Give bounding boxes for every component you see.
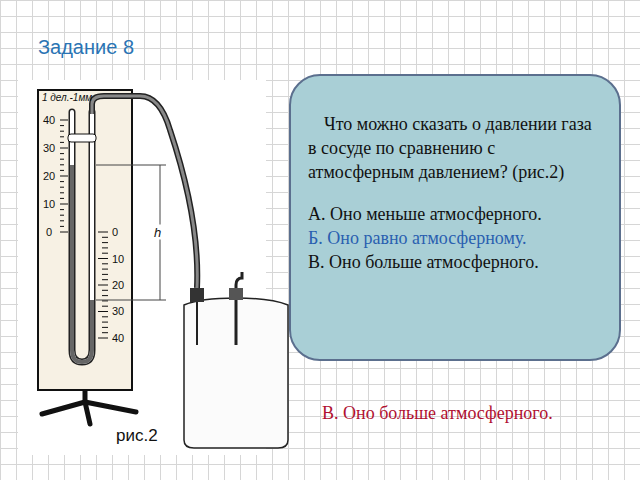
scale-tick xyxy=(60,120,68,121)
question-panel xyxy=(290,75,620,360)
scale-tick xyxy=(98,338,108,339)
scale-tick xyxy=(102,300,108,301)
answer-option: Б. Оно равно атмосферному. xyxy=(308,226,604,250)
scale-board xyxy=(38,90,132,390)
dimension-label: h xyxy=(152,225,163,240)
scale-tick xyxy=(102,253,108,254)
scale-number: 20 xyxy=(112,279,124,291)
question-box: Что можно сказать о давлении газа в сосу… xyxy=(308,112,604,274)
figure-caption: рис.2 xyxy=(116,426,158,446)
jar-tube xyxy=(236,272,242,345)
scale-number: 40 xyxy=(43,114,55,126)
u-tube-bore xyxy=(72,112,92,362)
scale-tick xyxy=(60,164,64,165)
scale-tick xyxy=(102,306,108,307)
answer-option: В. Оно больше атмосферного. xyxy=(308,250,604,274)
hose-inner xyxy=(92,96,197,288)
scale-tick xyxy=(98,232,108,233)
u-tube xyxy=(72,112,92,362)
scale-tick xyxy=(98,258,108,259)
scale-tick xyxy=(60,181,64,182)
scale-tick xyxy=(60,226,64,227)
answer-option: А. Оно меньше атмосферного. xyxy=(308,202,604,226)
scale-tick xyxy=(102,247,108,248)
scale-ticks xyxy=(60,120,108,338)
scale-tick xyxy=(102,269,108,270)
scale-number: 10 xyxy=(112,253,124,265)
answer-note: В. Оно больше атмосферного. xyxy=(322,403,553,424)
scale-number: 0 xyxy=(112,226,118,238)
scale-number: 10 xyxy=(43,198,55,210)
question-text: Что можно сказать о давлении газа в сосу… xyxy=(308,112,604,184)
level-line xyxy=(96,300,166,301)
scale-tick xyxy=(102,242,108,243)
jar-tube xyxy=(196,302,198,345)
scale-tick xyxy=(60,136,64,137)
hose xyxy=(92,96,197,288)
slide-title: Задание 8 xyxy=(38,36,134,59)
scale-number: 30 xyxy=(112,305,124,317)
scale-tick xyxy=(102,274,108,275)
scale-number: 30 xyxy=(43,142,55,154)
level-line xyxy=(96,165,166,166)
scale-number: 40 xyxy=(112,332,124,344)
scale-tick xyxy=(60,148,68,149)
scale-tick xyxy=(60,187,64,188)
scale-tick xyxy=(60,198,64,199)
scale-tick xyxy=(102,279,108,280)
scale-note: 1 дел.-1мм xyxy=(42,92,92,103)
scale-tick xyxy=(98,285,108,286)
scale-tick xyxy=(60,204,68,205)
scale-tick xyxy=(102,295,108,296)
liquid xyxy=(72,165,92,362)
scale-tick xyxy=(60,131,64,132)
scale-tick xyxy=(102,316,108,317)
scale-tick xyxy=(60,125,64,126)
stopper xyxy=(190,288,204,302)
scale-tick xyxy=(102,263,108,264)
scale-tick xyxy=(60,170,64,171)
scale-tick xyxy=(60,192,64,193)
stopper xyxy=(229,288,243,300)
scale-tick xyxy=(102,290,108,291)
scale-tick xyxy=(102,327,108,328)
scale-number: 20 xyxy=(43,170,55,182)
scale-tick xyxy=(60,232,68,233)
scale-tick xyxy=(60,176,68,177)
scale-tick xyxy=(60,209,64,210)
scale-tick xyxy=(102,237,108,238)
tripod xyxy=(42,402,136,424)
scale-tick xyxy=(60,215,64,216)
scale-tick xyxy=(98,311,108,312)
scale-tick xyxy=(60,220,64,221)
scale-tick xyxy=(60,159,64,160)
scale-tick xyxy=(102,332,108,333)
scale-tick xyxy=(60,142,64,143)
scale-tick xyxy=(102,322,108,323)
scale-number: 0 xyxy=(46,226,52,238)
clamp xyxy=(68,134,96,142)
scale-tick xyxy=(60,153,64,154)
